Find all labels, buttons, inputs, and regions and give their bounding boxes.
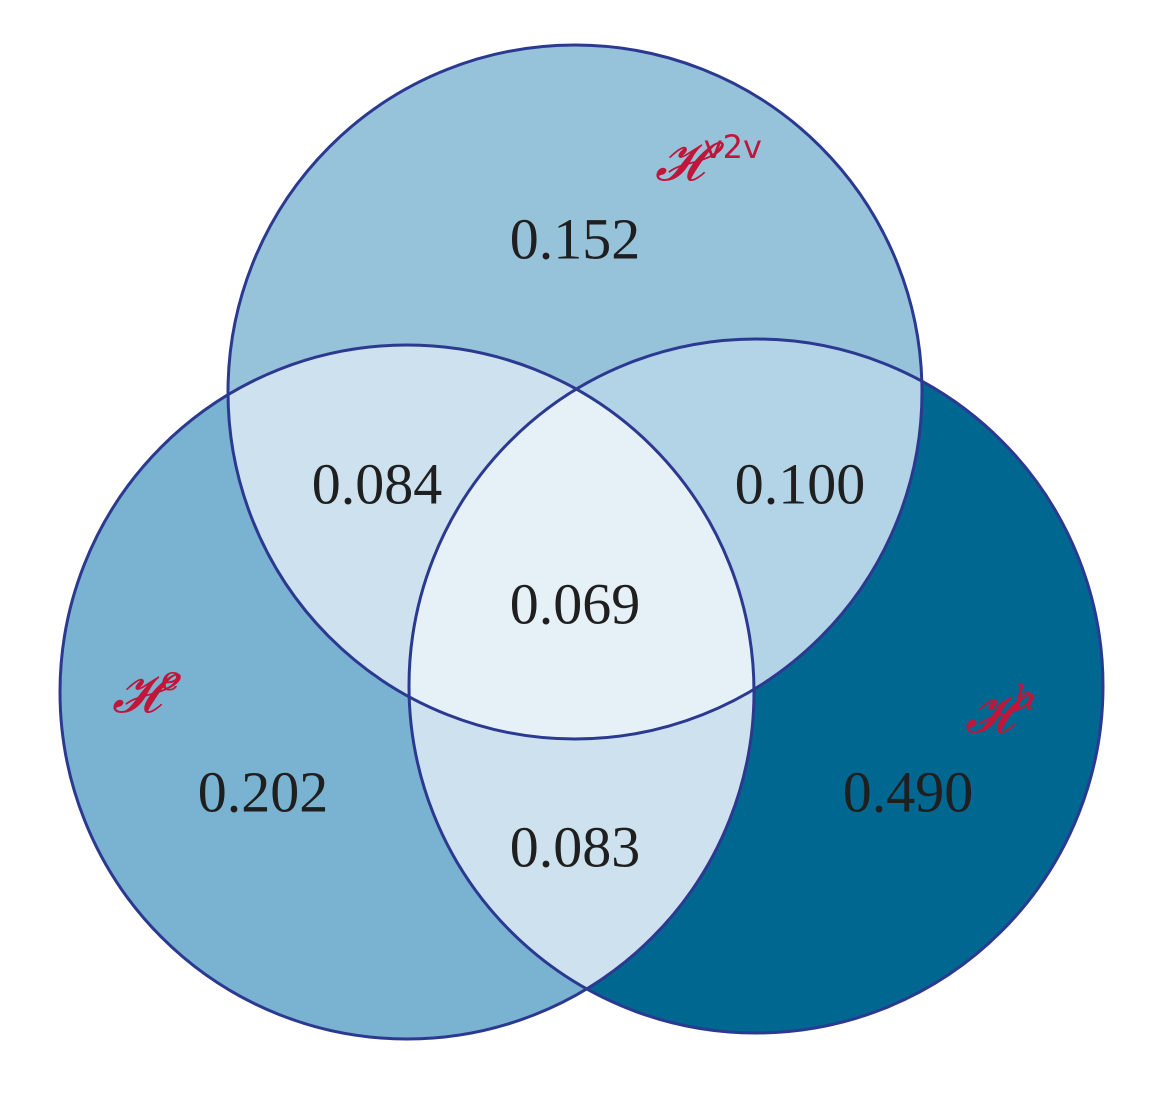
set-h-outline (407, 337, 1105, 1035)
value-v2v-h: 0.100 (735, 451, 866, 516)
set-e-outline (58, 343, 756, 1041)
intersection-all (409, 345, 754, 739)
value-v2v-e: 0.084 (312, 451, 443, 516)
set-v2v-outline (226, 43, 924, 741)
value-v2v-only: 0.152 (510, 206, 641, 271)
value-e-only: 0.202 (198, 759, 329, 824)
value-all: 0.069 (510, 571, 641, 636)
value-h-only: 0.490 (843, 759, 974, 824)
set-label-v2v: 𝓗v2v (655, 128, 762, 193)
value-e-h: 0.083 (510, 814, 641, 879)
